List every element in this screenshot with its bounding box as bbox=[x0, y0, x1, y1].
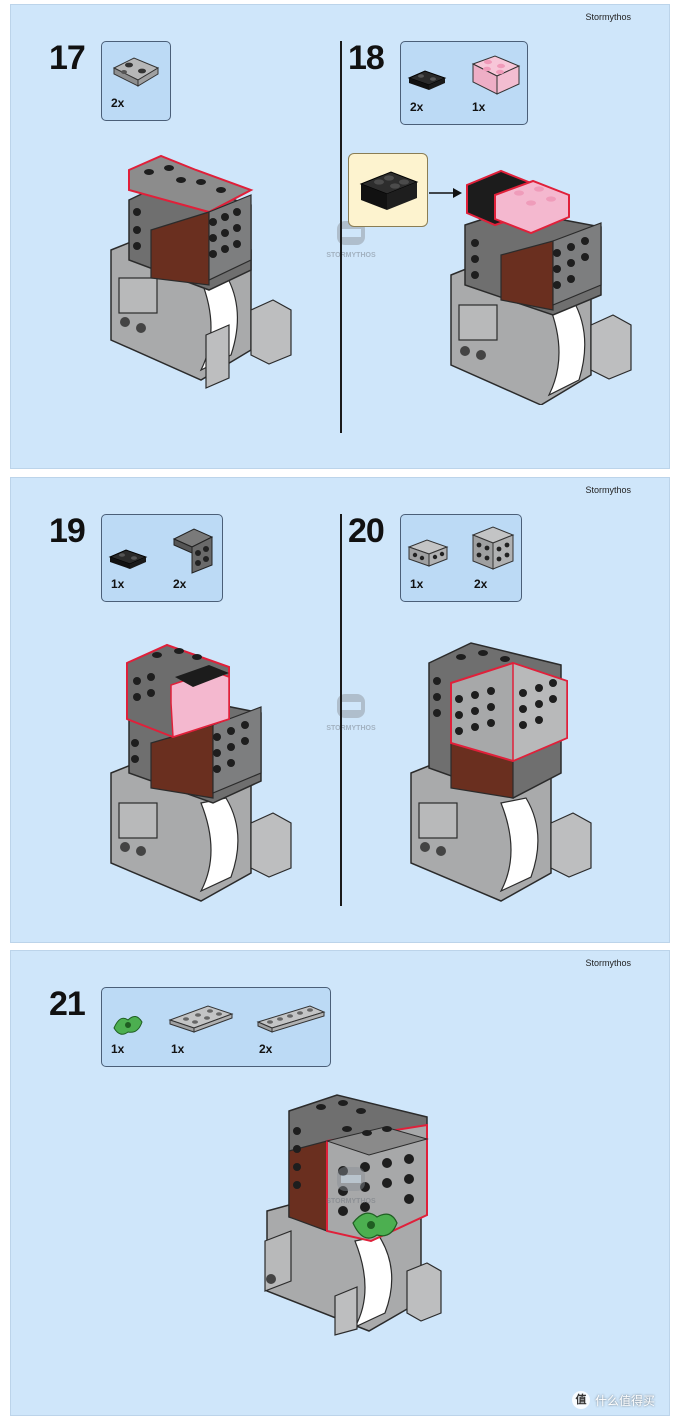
black-brick-icon bbox=[359, 171, 419, 210]
part-qty: 1x bbox=[472, 100, 486, 114]
part-qty: 1x bbox=[111, 577, 125, 591]
part-qty: 1x bbox=[171, 1042, 185, 1056]
step-number-21: 21 bbox=[49, 985, 86, 1023]
step-divider bbox=[340, 41, 342, 433]
logo-text: 什么值得买 bbox=[594, 1393, 655, 1408]
watermark-icon: STORMYTHOS bbox=[326, 694, 376, 732]
part-qty: 2x bbox=[173, 577, 187, 591]
model-step-17 bbox=[110, 154, 292, 389]
step-number-20: 20 bbox=[348, 512, 385, 550]
instruction-page-1: Stormythos 17 2x bbox=[10, 4, 670, 469]
watermark-icon: STORMYTHOS bbox=[326, 1167, 376, 1205]
sub-assembly-callout bbox=[348, 153, 428, 227]
instruction-page-2: Stormythos 19 1x 2x bbox=[10, 477, 670, 943]
parts-callout-18: 2x 1x bbox=[400, 41, 528, 125]
svg-text:STORMYTHOS: STORMYTHOS bbox=[326, 252, 376, 259]
plate-with-clip-icon bbox=[112, 57, 160, 87]
black-plate-icon bbox=[407, 70, 447, 90]
step-number-18: 18 bbox=[348, 39, 385, 77]
arrow-right-icon bbox=[429, 188, 462, 198]
part-qty: 1x bbox=[111, 1042, 125, 1056]
model-step-19 bbox=[110, 643, 292, 902]
black-plate-icon bbox=[108, 549, 148, 569]
watermark-icon: STORMYTHOS bbox=[326, 221, 376, 259]
bracket-icon bbox=[172, 528, 214, 574]
parts-callout-19: 1x 2x bbox=[101, 514, 223, 602]
light-gray-brick-icon bbox=[471, 526, 515, 570]
part-qty: 2x bbox=[474, 577, 488, 591]
light-gray-brick-icon bbox=[407, 539, 449, 567]
logo-icon: 值 bbox=[571, 1391, 590, 1409]
light-gray-plate-icon bbox=[256, 1005, 326, 1033]
svg-text:STORMYTHOS: STORMYTHOS bbox=[326, 725, 376, 732]
step-divider bbox=[340, 514, 342, 906]
part-qty: 1x bbox=[410, 577, 424, 591]
step-number-19: 19 bbox=[49, 512, 86, 550]
parts-callout-21: 1x 1x 2x bbox=[101, 987, 331, 1067]
parts-callout-20: 1x 2x bbox=[400, 514, 522, 602]
pink-brick-icon bbox=[471, 55, 521, 95]
svg-text:STORMYTHOS: STORMYTHOS bbox=[326, 1198, 376, 1205]
instruction-page-3: Stormythos 21 1x 1x 2x bbox=[10, 950, 670, 1416]
leaf-icon bbox=[113, 1016, 143, 1035]
model-step-20 bbox=[410, 642, 592, 902]
site-logo: 值 什么值得买 bbox=[571, 1391, 655, 1409]
model-step-18 bbox=[450, 169, 632, 405]
author-credit: Stormythos bbox=[585, 12, 631, 22]
step-number-17: 17 bbox=[49, 39, 86, 77]
part-qty: 2x bbox=[410, 100, 424, 114]
model-step-21 bbox=[264, 1094, 442, 1336]
author-credit: Stormythos bbox=[585, 958, 631, 968]
part-qty: 2x bbox=[259, 1042, 273, 1056]
light-gray-plate-icon bbox=[168, 1005, 234, 1033]
part-qty: 2x bbox=[111, 96, 125, 110]
parts-callout-17: 2x bbox=[101, 41, 171, 121]
author-credit: Stormythos bbox=[585, 485, 631, 495]
